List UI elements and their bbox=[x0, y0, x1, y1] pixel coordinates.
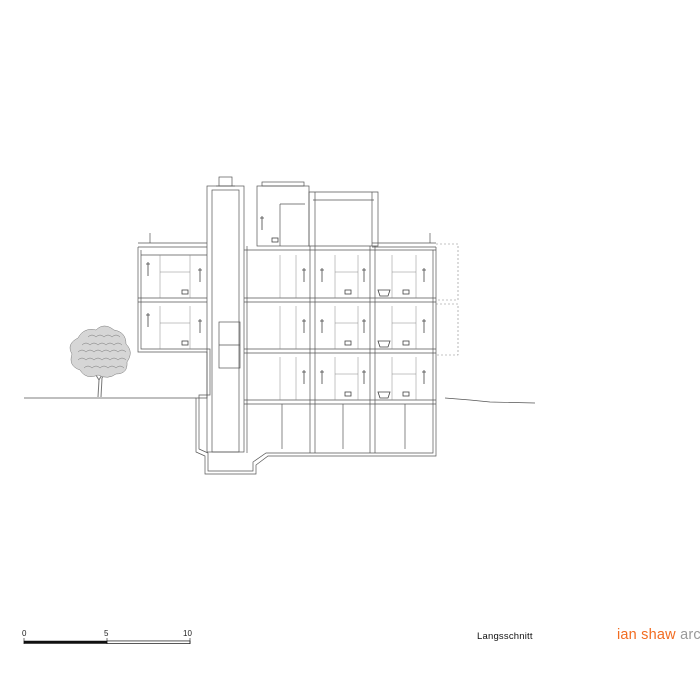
scale-label-10: 10 bbox=[183, 629, 192, 638]
firm-logo: ian shaw arch bbox=[617, 627, 700, 643]
tree-icon bbox=[69, 325, 131, 398]
scale-label-0: 0 bbox=[22, 629, 27, 638]
ground-line bbox=[24, 397, 536, 404]
scale-label-5: 5 bbox=[104, 629, 109, 638]
logo-name-orange: ian shaw bbox=[617, 627, 676, 643]
drawing-title: Langsschnitt bbox=[477, 631, 533, 642]
logo-name-grey: arch bbox=[680, 627, 700, 643]
building-section bbox=[137, 176, 459, 475]
scale-bar bbox=[23, 638, 191, 644]
